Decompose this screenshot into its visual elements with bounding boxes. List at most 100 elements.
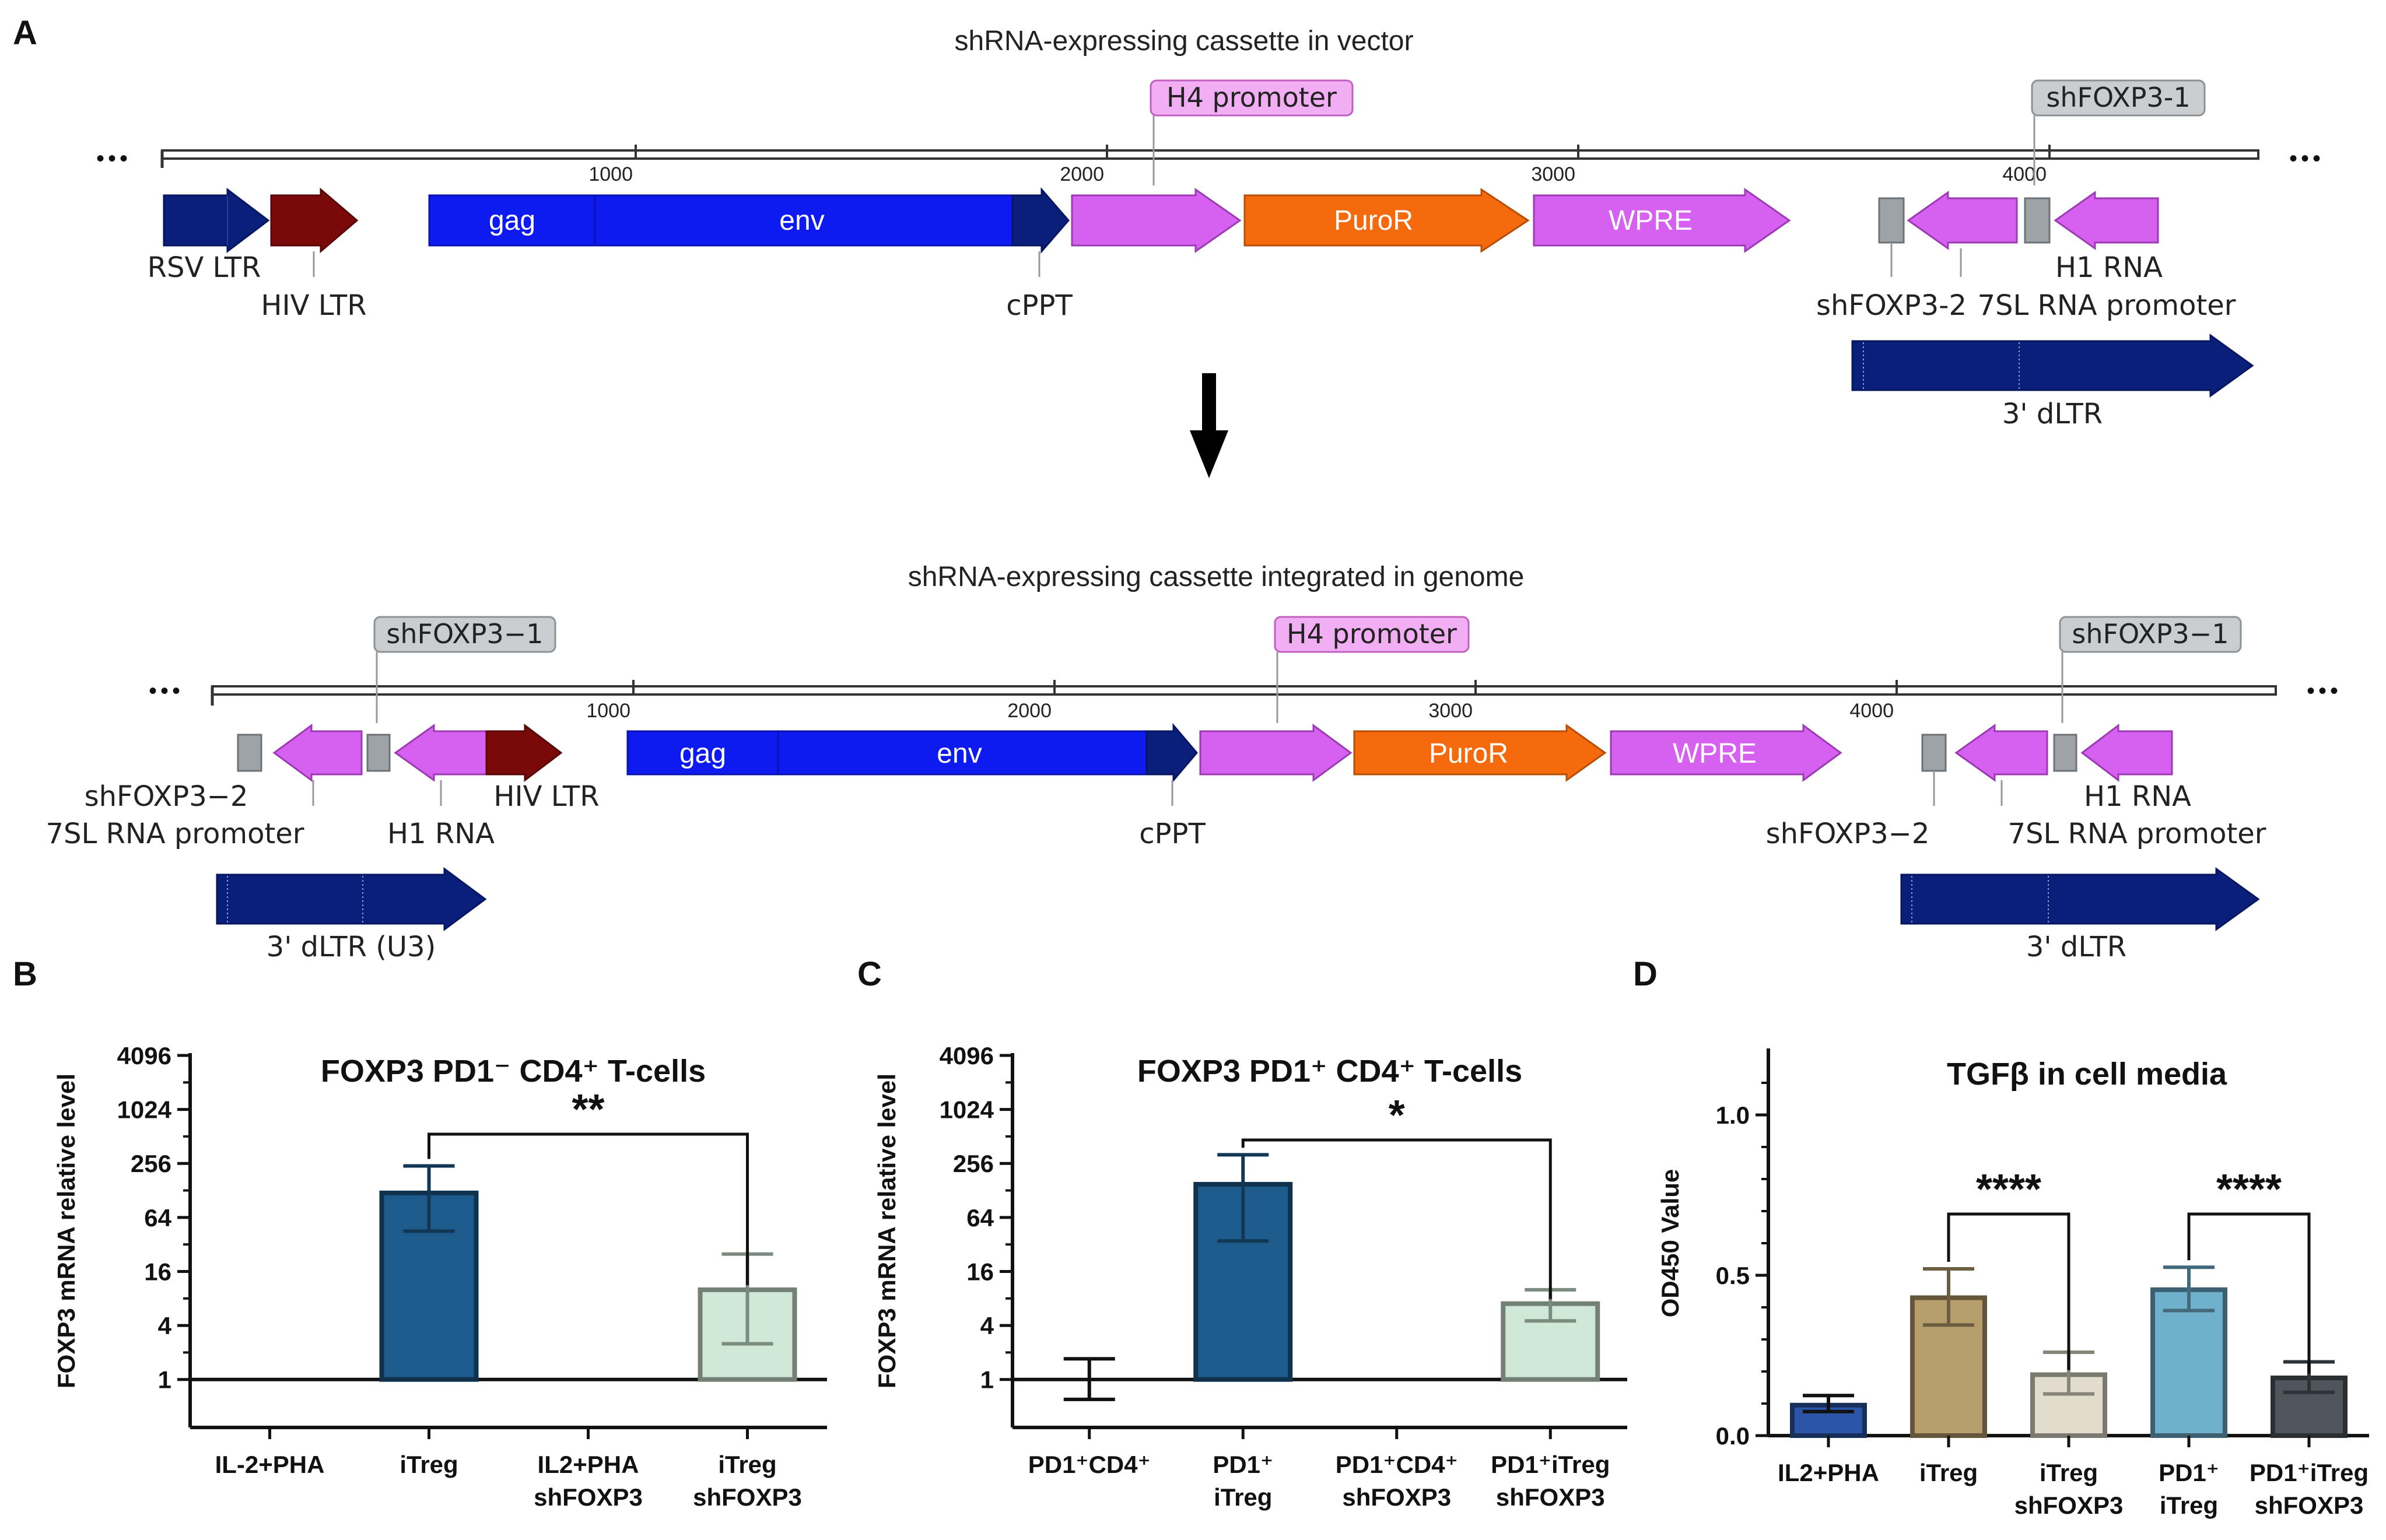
- x-tick-label: shFOXP3: [2014, 1492, 2124, 1519]
- x-tick-label: iTreg: [2160, 1492, 2218, 1519]
- vector-hiv-ltr-label: HIV LTR: [261, 289, 366, 322]
- x-tick-label: PD1⁺iTreg: [1491, 1451, 1610, 1478]
- x-tick-label: PD1⁺iTreg: [2250, 1459, 2369, 1486]
- vector-flag-h4-promoter: [1150, 79, 1354, 117]
- x-tick-label: shFOXP3: [1342, 1483, 1451, 1511]
- vector-shfoxp3-2-box: [1878, 197, 1905, 244]
- genome-gag-env-block: [626, 730, 1148, 776]
- genome-title: shRNA-expressing cassette integrated in …: [908, 562, 1525, 592]
- vector-flag-shfoxp3-1: [2031, 79, 2206, 117]
- vector-rsv-ltr-arrow: [163, 187, 270, 254]
- vector-7sl-label: 7SL RNA promoter: [1977, 289, 2236, 322]
- y-tick-label: 1024: [117, 1096, 172, 1124]
- x-tick-label: IL-2+PHA: [215, 1451, 325, 1478]
- genome-ellipsis-right: •••: [2307, 678, 2342, 704]
- y-tick-label: 64: [966, 1204, 994, 1232]
- genome-left-shfoxp3-1-box: [366, 734, 391, 772]
- vector-hiv-ltr-arrow: [270, 187, 359, 254]
- genome-right-7sl-label: 7SL RNA promoter: [2007, 818, 2266, 850]
- significance-label: *: [1389, 1092, 1405, 1139]
- significance-bracket: [1241, 1138, 1552, 1299]
- genome-right-shfoxp3-2-label: shFOXP3−2: [1766, 818, 1930, 850]
- genome-hiv-ltr-label: HIV LTR: [493, 780, 599, 813]
- vector-gag-label: gag: [489, 205, 535, 236]
- genome-right-7sl-arrow: [1954, 724, 2048, 782]
- genome-tick-1000: 1000: [586, 700, 630, 722]
- x-tick-label: iTreg: [2040, 1459, 2098, 1486]
- genome-tick-2000: 2000: [1007, 700, 1052, 722]
- vector-h4-promoter-arrow: [1071, 188, 1242, 253]
- genome-left-shfoxp3-2-box: [237, 734, 262, 772]
- vector-ellipsis-right: •••: [2289, 146, 2324, 171]
- genome-gag-label: gag: [679, 738, 726, 769]
- x-tick-label: iTreg: [400, 1451, 458, 1478]
- genome-cppt-label: cPPT: [1139, 818, 1206, 850]
- significance-bracket: [1947, 1212, 2070, 1370]
- y-axis-label: FOXP3 mRNA relative level: [52, 1074, 80, 1388]
- genome-flag-sh1-left-label: shFOXP3−1: [386, 618, 543, 650]
- vector-shfoxp3-1-box: [2024, 197, 2051, 244]
- x-tick-label: shFOXP3: [693, 1483, 802, 1511]
- y-tick-label: 4096: [940, 1042, 994, 1069]
- chart-title: TGFβ in cell media: [1947, 1057, 2227, 1092]
- vector-flag-h4-label: H4 promoter: [1166, 82, 1337, 113]
- genome-map: shRNA-expressing cassette integrated in …: [45, 562, 2342, 963]
- genome-left-shfoxp3-2-label: shFOXP3−2: [85, 780, 248, 813]
- genome-puror-arrow: [1353, 724, 1607, 782]
- vector-shfoxp3-2-label: shFOXP3-2: [1816, 289, 1967, 322]
- x-tick-label: PD1⁺CD4⁺: [1028, 1451, 1151, 1478]
- significance-label: ****: [1976, 1166, 2041, 1213]
- vector-tick-4000: 4000: [2002, 163, 2047, 185]
- genome-puror-label: PuroR: [1429, 738, 1508, 769]
- y-tick-label: 16: [966, 1258, 994, 1285]
- vector-h1-rna-arrow: [2054, 191, 2159, 250]
- genome-cppt-arrow: [1145, 722, 1198, 783]
- vector-env-label: env: [779, 205, 824, 236]
- genome-left-h1-label: H1 RNA: [387, 818, 495, 850]
- genome-env-label: env: [937, 738, 982, 769]
- vector-rsv-ltr-label: RSV LTR: [148, 251, 261, 284]
- x-tick-label: iTreg: [1214, 1483, 1272, 1511]
- vector-3-dltr-arrow: [1851, 334, 2254, 398]
- vector-puror-label: PuroR: [1334, 205, 1413, 236]
- genome-left-dltr-label: 3' dLTR (U3): [267, 931, 436, 963]
- vector-wpre-label: WPRE: [1609, 205, 1693, 236]
- x-tick-label: shFOXP3: [1496, 1483, 1605, 1511]
- genome-hiv-ltr-arrow: [485, 723, 563, 783]
- vector-3-dltr-label: 3' dLTR: [2002, 398, 2103, 430]
- vector-tick-3000: 3000: [1531, 163, 1575, 185]
- x-tick-label: shFOXP3: [534, 1483, 643, 1511]
- panel-letter-a: A: [13, 14, 37, 52]
- genome-left-dltr-arrow: [216, 867, 487, 931]
- genome-tick-4000: 4000: [1849, 700, 1894, 722]
- vector-tick-2000: 2000: [1060, 163, 1104, 185]
- chart-title: FOXP3 PD1⁻ CD4⁺ T-cells: [321, 1054, 706, 1089]
- y-tick-label: 0.0: [1716, 1422, 1750, 1450]
- y-tick-label: 1024: [940, 1096, 994, 1124]
- genome-right-shfoxp3-1-box: [2053, 734, 2077, 772]
- vector-map: shRNA-expressing cassette in vector ••• …: [96, 26, 2324, 430]
- significance-label: ****: [2216, 1166, 2282, 1213]
- y-tick-label: 1: [158, 1366, 171, 1394]
- vector-puror-arrow: [1243, 188, 1530, 253]
- y-tick-label: 4: [158, 1312, 172, 1339]
- x-tick-label: IL2+PHA: [1778, 1459, 1879, 1486]
- genome-left-7sl-label: 7SL RNA promoter: [45, 818, 304, 850]
- vector-title: shRNA-expressing cassette in vector: [955, 26, 1414, 57]
- genome-flag-h4-label: H4 promoter: [1287, 618, 1457, 650]
- genome-right-h1-label: H1 RNA: [2084, 780, 2191, 813]
- genome-backbone: [211, 685, 2277, 696]
- x-tick-label: PD1⁺: [1213, 1451, 1273, 1478]
- significance-bracket: [428, 1132, 749, 1285]
- genome-flag-sh1-right-label: shFOXP3−1: [2072, 618, 2229, 650]
- genome-flag-shfoxp3-1-right: [2059, 616, 2242, 653]
- x-tick-label: iTreg: [1919, 1459, 1978, 1486]
- genome-right-h1-arrow: [2080, 723, 2173, 783]
- panel-letter-c: C: [857, 955, 882, 993]
- significance-label: **: [572, 1086, 604, 1133]
- genome-left-7sl-arrow: [272, 724, 363, 782]
- y-axis-label: OD450 Value: [1656, 1169, 1684, 1317]
